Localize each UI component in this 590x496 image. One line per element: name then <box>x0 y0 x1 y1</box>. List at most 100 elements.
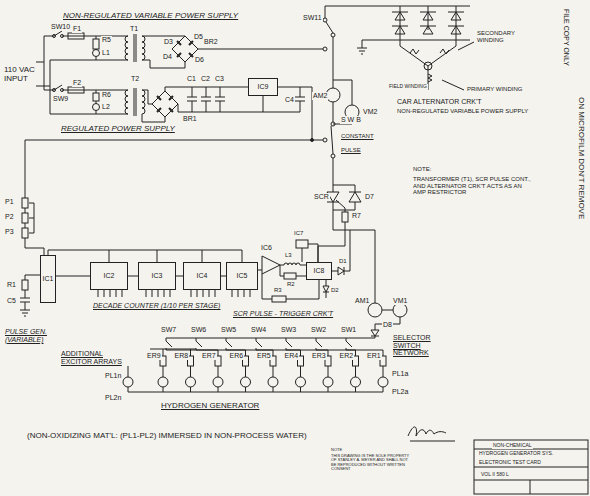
part-label: C5 <box>6 297 17 305</box>
supply-wiring <box>25 139 323 142</box>
switch-symbol <box>323 47 327 51</box>
part-label: PRIMARY WINDING <box>466 86 523 93</box>
fuse-symbol <box>68 33 84 93</box>
part-label: R3 <box>273 287 283 294</box>
input-wiring <box>53 89 56 92</box>
title-block <box>474 440 588 494</box>
resistor-lamp <box>93 36 100 114</box>
pulse-generator <box>22 280 28 290</box>
part-label: BR1 <box>182 115 198 123</box>
ic-box: IC9 <box>248 78 278 96</box>
part-label: R1 <box>6 281 17 289</box>
input-wiring <box>36 36 128 114</box>
selector-network <box>166 324 379 338</box>
part-label: F1 <box>72 25 82 33</box>
supply-wiring <box>25 140 323 141</box>
electrode-plate <box>186 377 196 387</box>
part-label: FILE COPY ONLY <box>562 8 570 67</box>
trigger-circuit <box>323 280 329 298</box>
part-label: L2 <box>101 103 111 111</box>
part-label: HYDROGEN GENERATOR <box>160 402 260 411</box>
bridge-rectifier <box>142 36 318 68</box>
wire-connector <box>176 276 183 277</box>
switch-symbol <box>331 33 335 37</box>
part-label: IC6 <box>260 244 273 252</box>
trigger-circuit <box>284 273 296 279</box>
alternator-winding <box>442 42 474 90</box>
transformer-symbol <box>125 90 128 114</box>
part-label: SW9 <box>52 95 69 103</box>
resistor-lamp <box>93 39 99 49</box>
part-label: P1 <box>4 198 15 206</box>
part-label: ER1 <box>366 352 382 360</box>
transformer-symbol <box>125 34 145 116</box>
trigger-circuit <box>302 244 318 262</box>
input-wiring <box>61 35 64 38</box>
input-wiring <box>61 89 64 92</box>
part-label: REGULATED POWER SUPPLY <box>60 125 176 134</box>
ic-label: IC8 <box>314 267 325 275</box>
electrode-plate <box>378 377 388 387</box>
trigger-circuit <box>332 230 350 275</box>
part-label: SW11 <box>302 14 323 22</box>
part-label: D6 <box>194 56 205 64</box>
part-label: 110 VAC INPUT <box>3 66 39 84</box>
electrode-plate <box>323 377 333 387</box>
part-label: PL2a <box>391 388 409 396</box>
title-block <box>474 440 588 494</box>
part-label: SW3 <box>280 326 297 334</box>
switch-symbol <box>331 126 333 185</box>
part-label: PL1n <box>104 372 122 380</box>
title-block <box>474 449 588 494</box>
part-label: C2 <box>200 75 211 83</box>
part-label: D7 <box>364 193 375 201</box>
part-label: VOL II 580 L <box>480 472 510 478</box>
bridge-rectifier <box>152 91 178 117</box>
bridge-rectifier <box>142 36 318 122</box>
input-wiring <box>53 35 56 38</box>
electrode-plate <box>241 377 251 387</box>
part-label: NOTE: <box>412 166 432 173</box>
part-label: THIS DRAWING IS THE SOLE PROPERTY OF STA… <box>330 454 412 472</box>
part-label: T1 <box>129 25 139 33</box>
part-label: AM2 <box>312 92 328 100</box>
ic-box: IC1 <box>40 255 56 303</box>
selector-network <box>163 366 383 377</box>
part-label: SCR <box>313 193 330 201</box>
part-label: CONSTANT <box>340 133 375 140</box>
pulse-generator <box>29 203 34 233</box>
part-label: AM1 <box>354 297 370 305</box>
part-label: SW2 <box>310 326 327 334</box>
meter-symbol <box>393 303 407 317</box>
part-label: SELECTOR SWITCH NETWORK <box>392 334 458 357</box>
ic-label: IC9 <box>258 83 269 91</box>
ic-box: IC3 <box>138 262 176 290</box>
part-label: SW1 <box>340 326 357 334</box>
electrode-plate <box>128 366 383 392</box>
transformer-symbol <box>125 36 128 60</box>
part-label: NOTE <box>330 448 343 452</box>
part-label: ER6 <box>229 352 245 360</box>
part-label: VM1 <box>392 297 408 305</box>
pulse-generator <box>20 140 242 316</box>
part-label: SECONDARY WINDING <box>476 30 528 43</box>
part-label: P2 <box>4 213 15 221</box>
pulse-generator <box>22 213 28 223</box>
ic-box: IC2 <box>90 262 128 290</box>
alternator-bridge <box>362 6 470 48</box>
scr-symbol <box>342 212 348 222</box>
signature <box>408 427 455 441</box>
part-label: T2 <box>130 75 140 83</box>
signature <box>408 427 455 441</box>
pulse-generator <box>22 198 28 208</box>
part-label: R2 <box>286 281 296 288</box>
part-label: S W B <box>340 116 362 124</box>
pulse-generator <box>98 290 250 297</box>
alternator-winding <box>424 62 432 70</box>
electrode-plate <box>158 377 168 387</box>
electrode-plate <box>351 377 361 387</box>
part-label: D8 <box>382 321 393 329</box>
part-label: CAR ALTERNATOR CRK'T <box>396 98 483 106</box>
